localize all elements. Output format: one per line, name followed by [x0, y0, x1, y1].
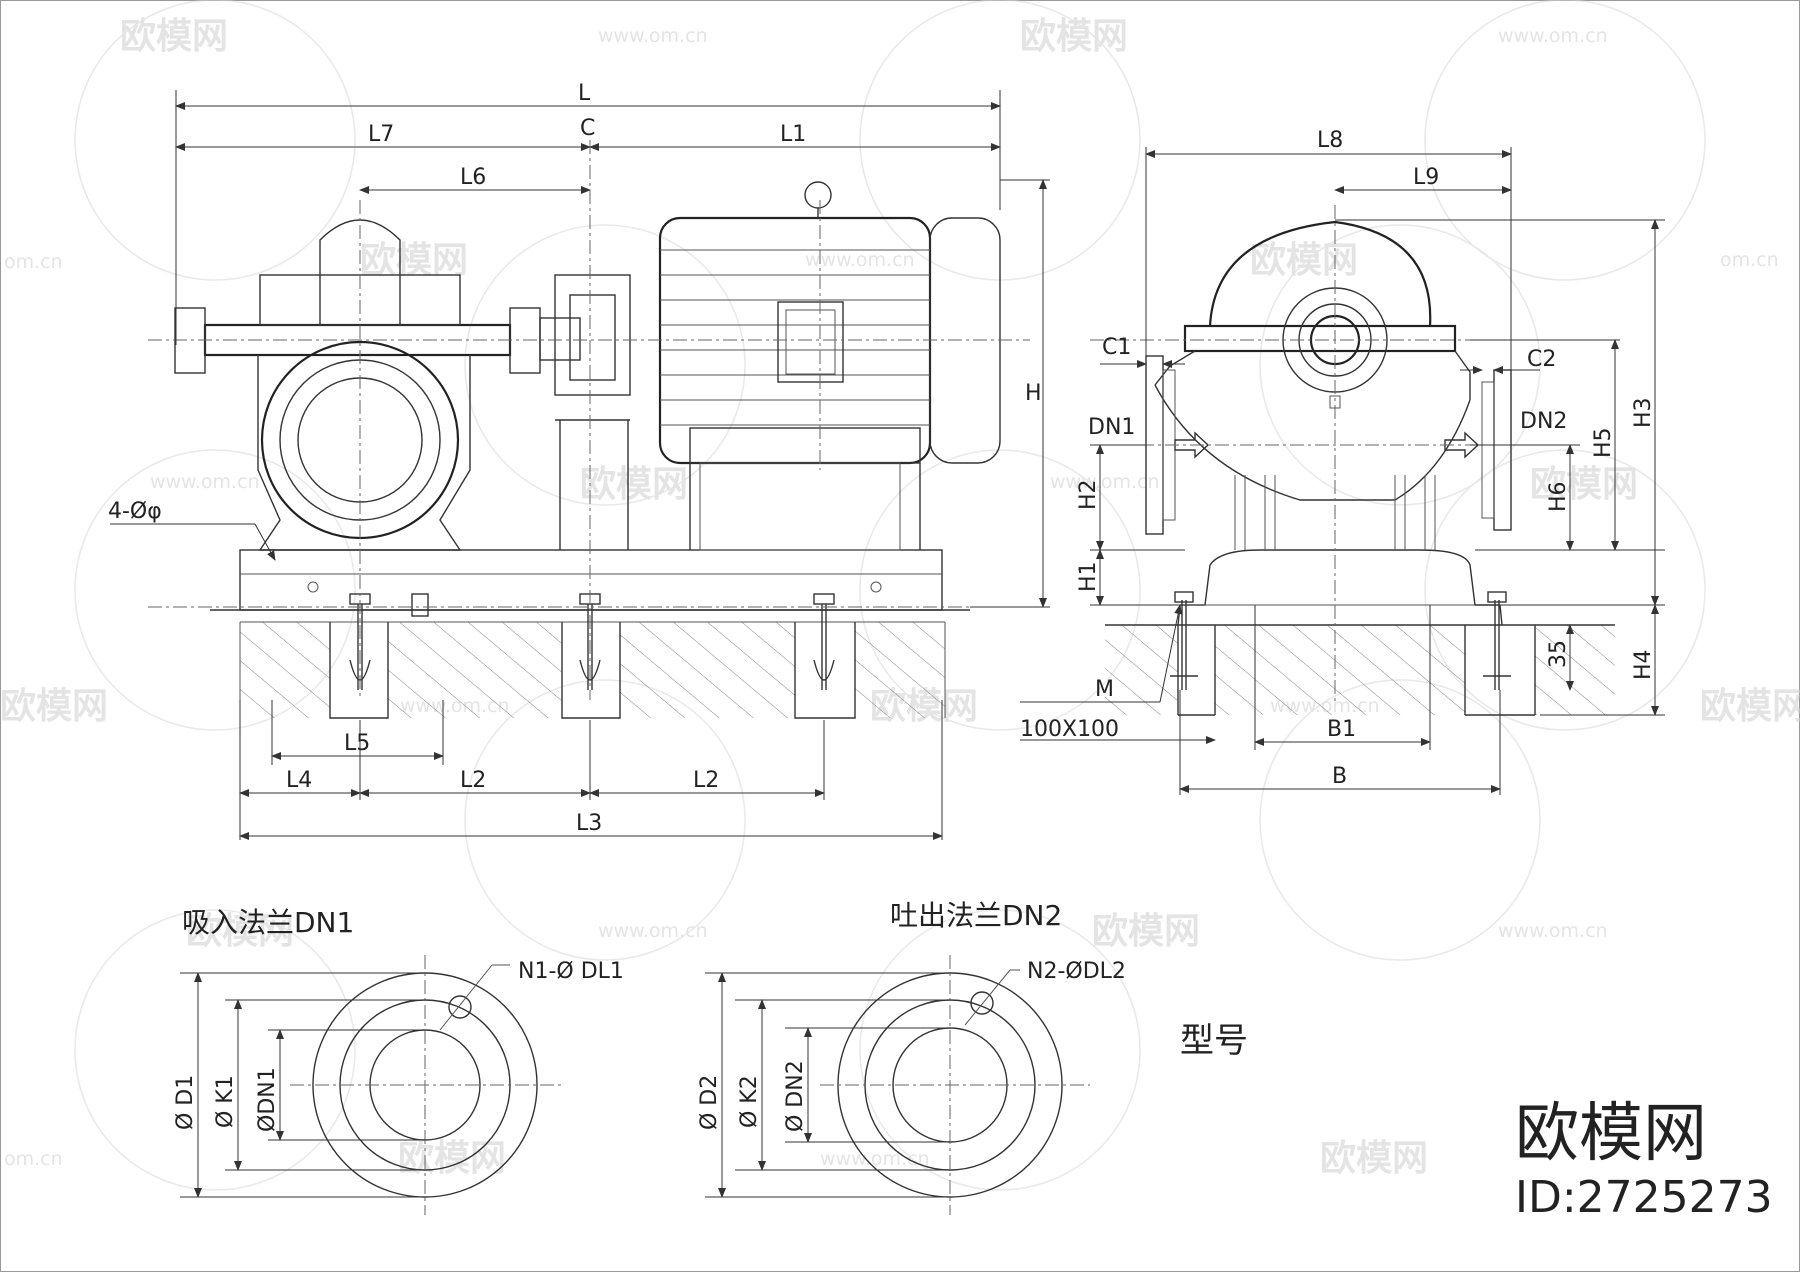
dim-C2: C2 [1527, 347, 1556, 372]
dim-L2: L2 [460, 768, 486, 793]
watermark-logo: 欧模网 [186, 911, 294, 952]
dim-H2: H2 [1076, 479, 1101, 510]
dim-H3: H3 [1631, 397, 1656, 428]
dim-H: H [1025, 381, 1042, 406]
watermark-logo: 欧模网 [398, 1138, 506, 1179]
dim-L3: L3 [576, 811, 602, 836]
watermark-url: www.om.cn [820, 1148, 930, 1170]
hole-note: 4-Øφ [108, 499, 162, 524]
watermark-url-partial: om.cn [4, 251, 63, 273]
discharge-hole-label: N2-ØDL2 [1027, 959, 1126, 984]
coupling [554, 274, 631, 550]
dim-L5: L5 [344, 731, 370, 756]
watermark-logo: 欧模网 [1020, 16, 1128, 57]
side-foundation [1105, 549, 1615, 716]
watermark-url: www.om.cn [1498, 25, 1608, 47]
dim-K1: Ø K1 [213, 1075, 238, 1128]
dim-H4: H4 [1631, 649, 1656, 680]
dim-L1: L1 [780, 122, 806, 147]
watermark-url-partial: om.cn [1720, 249, 1779, 271]
watermark-url: www.om.cn [805, 249, 915, 271]
dim-DN1-bore: ØDN1 [255, 1067, 280, 1132]
dim-H6: H6 [1546, 481, 1571, 512]
watermark-url: www.om.cn [1498, 920, 1608, 942]
side-view: L8 L9 C1 DN1 H2 H1 M 100X100 C2 DN2 H5 H… [1020, 128, 1665, 795]
dim-C: C [580, 116, 595, 141]
watermark-url: www.om.cn [598, 25, 708, 47]
front-view: L L7 C L1 L6 H 4-Øφ L5 L4 L2 L2 L3 [108, 81, 1050, 840]
watermark-logo: 欧模网 [1320, 1138, 1428, 1179]
dim-K2: Ø K2 [737, 1075, 762, 1128]
watermark-logo: 欧模网 [1250, 240, 1358, 281]
discharge-flange-title: 吐出法兰DN2 [890, 899, 1062, 932]
discharge-flange: 吐出法兰DN2 N2-ØDL2 Ø D2 Ø K2 Ø DN2 [697, 899, 1126, 1215]
watermark-url: www.om.cn [1050, 471, 1160, 493]
dim-35: 35 [1546, 640, 1571, 668]
suction-flange: 吸入法兰DN1 N1-Ø DL1 Ø D1 Ø K1 ØDN1 [173, 906, 624, 1215]
dim-DN2-bore: Ø DN2 [783, 1060, 808, 1132]
dim-B: B [1332, 764, 1347, 789]
dim-H5: H5 [1591, 427, 1616, 458]
dim-M: M [1095, 677, 1114, 702]
watermark-url: www.om.cn [598, 920, 708, 942]
dim-D2: Ø D2 [697, 1075, 722, 1130]
watermark-url-partial: om.cn [4, 1148, 63, 1170]
dim-L8: L8 [1317, 128, 1343, 153]
watermark-logo: 欧模网 [580, 464, 688, 505]
dim-L9: L9 [1413, 165, 1439, 190]
dim-DN1: DN1 [1088, 415, 1135, 440]
watermark-url: www.om.cn [150, 471, 260, 493]
front-foundation [210, 609, 970, 719]
dim-L6: L6 [460, 165, 486, 190]
watermark-logo: 欧模网 [1530, 464, 1638, 505]
brand-id: ID:2725273 [1515, 1172, 1773, 1223]
dim-H1: H1 [1076, 561, 1101, 592]
brand-name: 欧模网 [1515, 1097, 1707, 1171]
dim-D1: Ø D1 [173, 1075, 198, 1130]
watermark-logo: 欧模网 [360, 240, 468, 281]
dim-L2: L2 [693, 768, 719, 793]
dim-B1: B1 [1327, 717, 1356, 742]
dim-DN2: DN2 [1520, 409, 1567, 434]
suction-hole-label: N1-Ø DL1 [518, 959, 624, 984]
watermark-logo: 欧模网 [1092, 911, 1200, 952]
dim-L4: L4 [286, 768, 312, 793]
dim-100x100: 100X100 [1020, 717, 1119, 742]
dim-L: L [578, 81, 591, 106]
motor [658, 181, 1001, 551]
watermark-logo: 欧模网 [1700, 686, 1800, 727]
model-label: 型号 [1180, 1021, 1248, 1061]
dim-C1: C1 [1102, 335, 1131, 360]
watermark-logo: 欧模网 [120, 16, 228, 57]
watermark-logo: 欧模网 [0, 686, 108, 727]
watermark-layer: 欧模网 欧模网 www.om.cn www.om.cn om.cn 欧模网 ww… [0, 0, 1800, 1191]
suction-flange-title: 吸入法兰DN1 [182, 906, 354, 939]
dim-L7: L7 [368, 122, 394, 147]
